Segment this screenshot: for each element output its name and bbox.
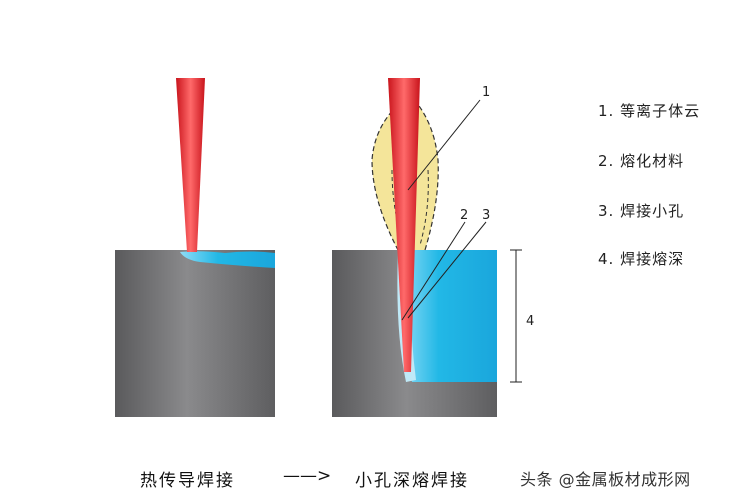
leader-line-2 (401, 221, 466, 321)
legend-item-molten: 2. 熔化材料 (598, 152, 685, 170)
keyhole-weld: 1 2 3 4 (332, 78, 534, 417)
callout-2: 2 (460, 208, 468, 223)
leader-line-1 (407, 99, 481, 191)
caption-arrow: ——> (283, 466, 332, 486)
left-melt-pool (180, 251, 275, 268)
right-melt-zone (399, 250, 497, 382)
left-workpiece (115, 250, 275, 417)
callout-4: 4 (526, 314, 534, 329)
left-laser-beam (176, 78, 205, 252)
caption-keyhole: 小孔深熔焊接 (355, 471, 469, 491)
leader-line-3 (407, 221, 487, 319)
watermark: 头条 @金属板材成形网 (520, 470, 691, 489)
legend-item-keyhole: 3. 焊接小孔 (598, 202, 685, 220)
keyhole-laser-beam (388, 78, 420, 372)
legend-item-plasma: 1. 等离子体云 (598, 102, 701, 120)
plasma-inner-dashes (391, 169, 429, 246)
callout-3: 3 (482, 208, 490, 223)
caption-heat-conduction: 热传导焊接 (140, 471, 235, 491)
callout-1: 1 (482, 85, 490, 100)
heat-conduction-weld (115, 78, 275, 417)
legend-item-depth: 4. 焊接熔深 (598, 250, 685, 268)
